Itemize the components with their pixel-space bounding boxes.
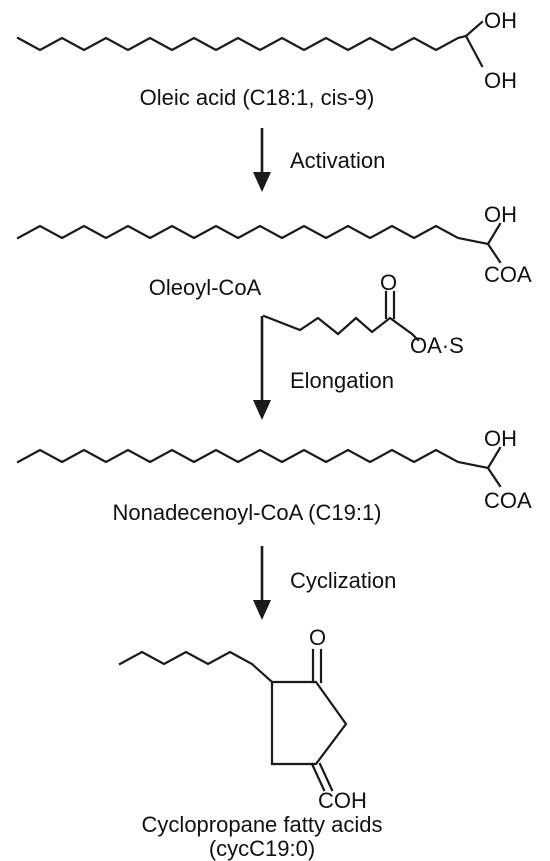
oleoyl-coa-oh-bond [486, 222, 502, 246]
product-exocyclic-bond-b [318, 762, 334, 792]
oleic-acid-oh-upper: OH [484, 8, 517, 33]
cyclization-arrow: Cyclization [253, 546, 396, 620]
product-exocyclic-bond-a [310, 762, 326, 792]
oleic-acid-oh-bond-lower [464, 34, 484, 68]
product-ring [270, 680, 348, 766]
oleic-acid-label: Oleic acid (C18:1, cis-9) [140, 85, 375, 110]
nonadecenoyl-coa-oh-bond [486, 446, 502, 470]
product-coh-group: COH [318, 788, 367, 813]
elongation-arrow-head [253, 400, 271, 420]
nonadecenoyl-coa-carbon-chain [16, 448, 490, 470]
product-ketone-oxygen: O [309, 625, 326, 650]
oleoyl-coa-coa-bond [486, 242, 502, 264]
oleoyl-coa-carbon-chain [16, 224, 490, 246]
oleic-acid-oh-bond-upper [464, 20, 484, 38]
nonadecenoyl-coa-coa-bond [486, 466, 502, 488]
elongation-fragment: O OA·S [262, 270, 464, 358]
activation-arrow-head [253, 172, 271, 192]
nonadecenoyl-coa-label: Nonadecenoyl-CoA (C19:1) [112, 500, 381, 525]
oleoyl-coa-coa: COA [484, 262, 532, 287]
product-label-line2: (cycC19:0) [209, 836, 315, 861]
nonadecenoyl-coa-coa: COA [484, 488, 532, 513]
cyclization-arrow-head [253, 600, 271, 620]
product-side-chain [118, 650, 274, 684]
cyclopropane-fatty-acid-structure: O COH Cyclopropane fatty acids (cycC19:0… [118, 625, 383, 861]
oleic-acid-carbon-chain [16, 34, 468, 52]
activation-arrow: Activation [253, 128, 385, 192]
nonadecenoyl-coa-oh: OH [484, 426, 517, 451]
activation-step-label: Activation [290, 148, 385, 173]
oleoyl-coa-label: Oleoyl-CoA [149, 275, 262, 300]
oleoyl-coa-oh: OH [484, 202, 517, 227]
oleic-acid-structure: OH OH Oleic acid (C18:1, cis-9) [16, 8, 517, 110]
cyclization-step-label: Cyclization [290, 568, 396, 593]
elongation-arrow: Elongation [253, 316, 394, 420]
oleoyl-coa-structure: OH COA Oleoyl-CoA [16, 202, 532, 300]
oleic-acid-oh-lower: OH [484, 68, 517, 93]
nonadecenoyl-coa-structure: OH COA Nonadecenoyl-CoA (C19:1) [16, 426, 532, 525]
elongation-fragment-chain [262, 314, 420, 342]
elongation-step-label: Elongation [290, 368, 394, 393]
elongation-thioester-label: OA·S [410, 333, 464, 358]
product-label-line1: Cyclopropane fatty acids [142, 812, 383, 837]
elongation-carbonyl-oxygen: O [380, 270, 397, 295]
